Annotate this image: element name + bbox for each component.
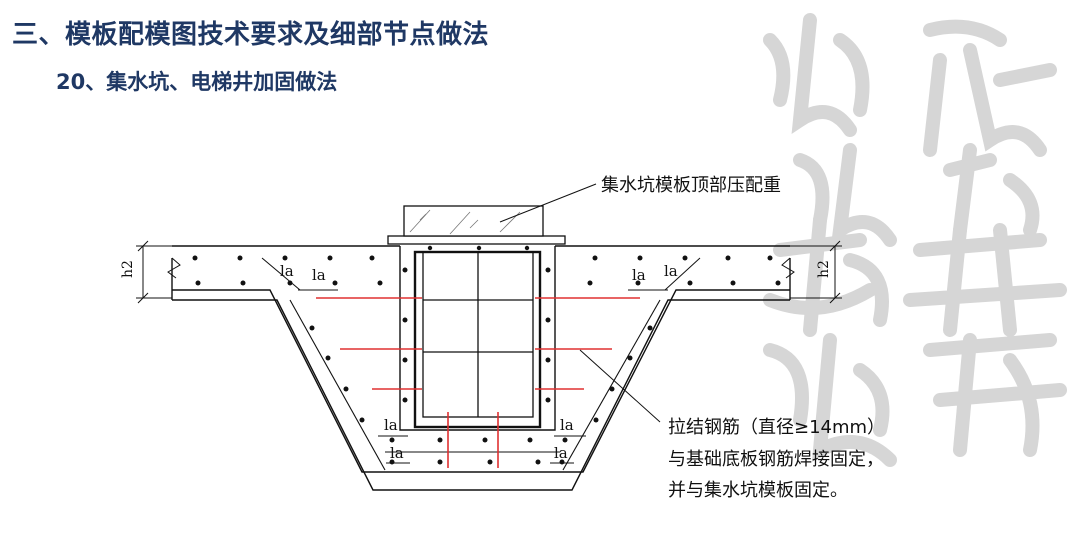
h2-left-label: h2 xyxy=(120,260,136,278)
tie-bar-callout-line-2: 与基础底板钢筋焊接固定， xyxy=(668,448,884,470)
weight-callout: 集水坑模板顶部压配重 xyxy=(601,175,781,196)
calligraphy-watermark xyxy=(763,13,1067,467)
la-label-8: la xyxy=(554,444,568,462)
la-label-4: la xyxy=(664,262,678,280)
la-label-3: la xyxy=(632,266,646,284)
page-subtitle: 20、集水坑、电梯井加固做法 xyxy=(56,70,338,94)
la-label-2: la xyxy=(312,266,326,284)
la-label-7: la xyxy=(390,444,404,462)
la-label-6: la xyxy=(560,416,574,434)
tie-bar-callout-line-3: 并与集水坑模板固定。 xyxy=(668,480,848,501)
page-title: 三、模板配模图技术要求及细部节点做法 xyxy=(12,20,490,50)
tie-bar-callout-line-1: 拉结钢筋（直径≥14mm） xyxy=(668,417,886,438)
la-label-1: la xyxy=(280,262,294,280)
la-label-5: la xyxy=(384,416,398,434)
h2-right-label: h2 xyxy=(816,260,832,278)
tie-bar-callout: 拉结钢筋（直径≥14mm） 与基础底板钢筋焊接固定， 并与集水坑模板固定。 xyxy=(668,412,885,507)
